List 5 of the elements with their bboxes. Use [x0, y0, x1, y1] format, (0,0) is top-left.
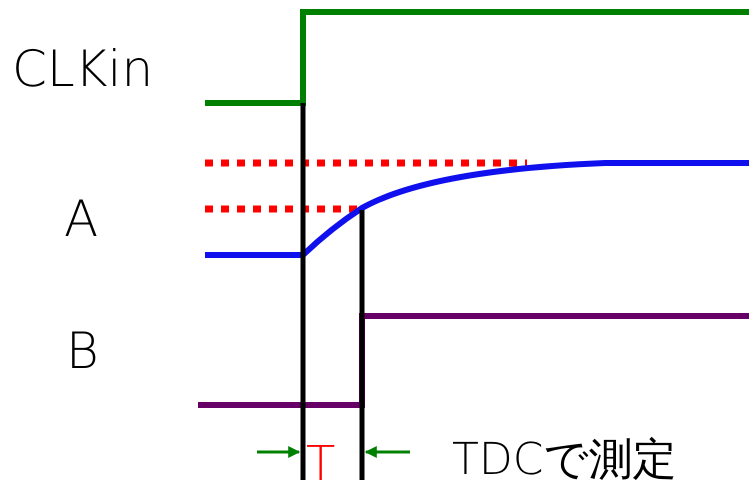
note-text: TDCで測定 [452, 438, 676, 482]
signal-label: B [66, 326, 99, 376]
signal-label: CLKin [12, 44, 154, 94]
signal-label: A [64, 194, 98, 244]
interval-label: T [306, 440, 336, 488]
